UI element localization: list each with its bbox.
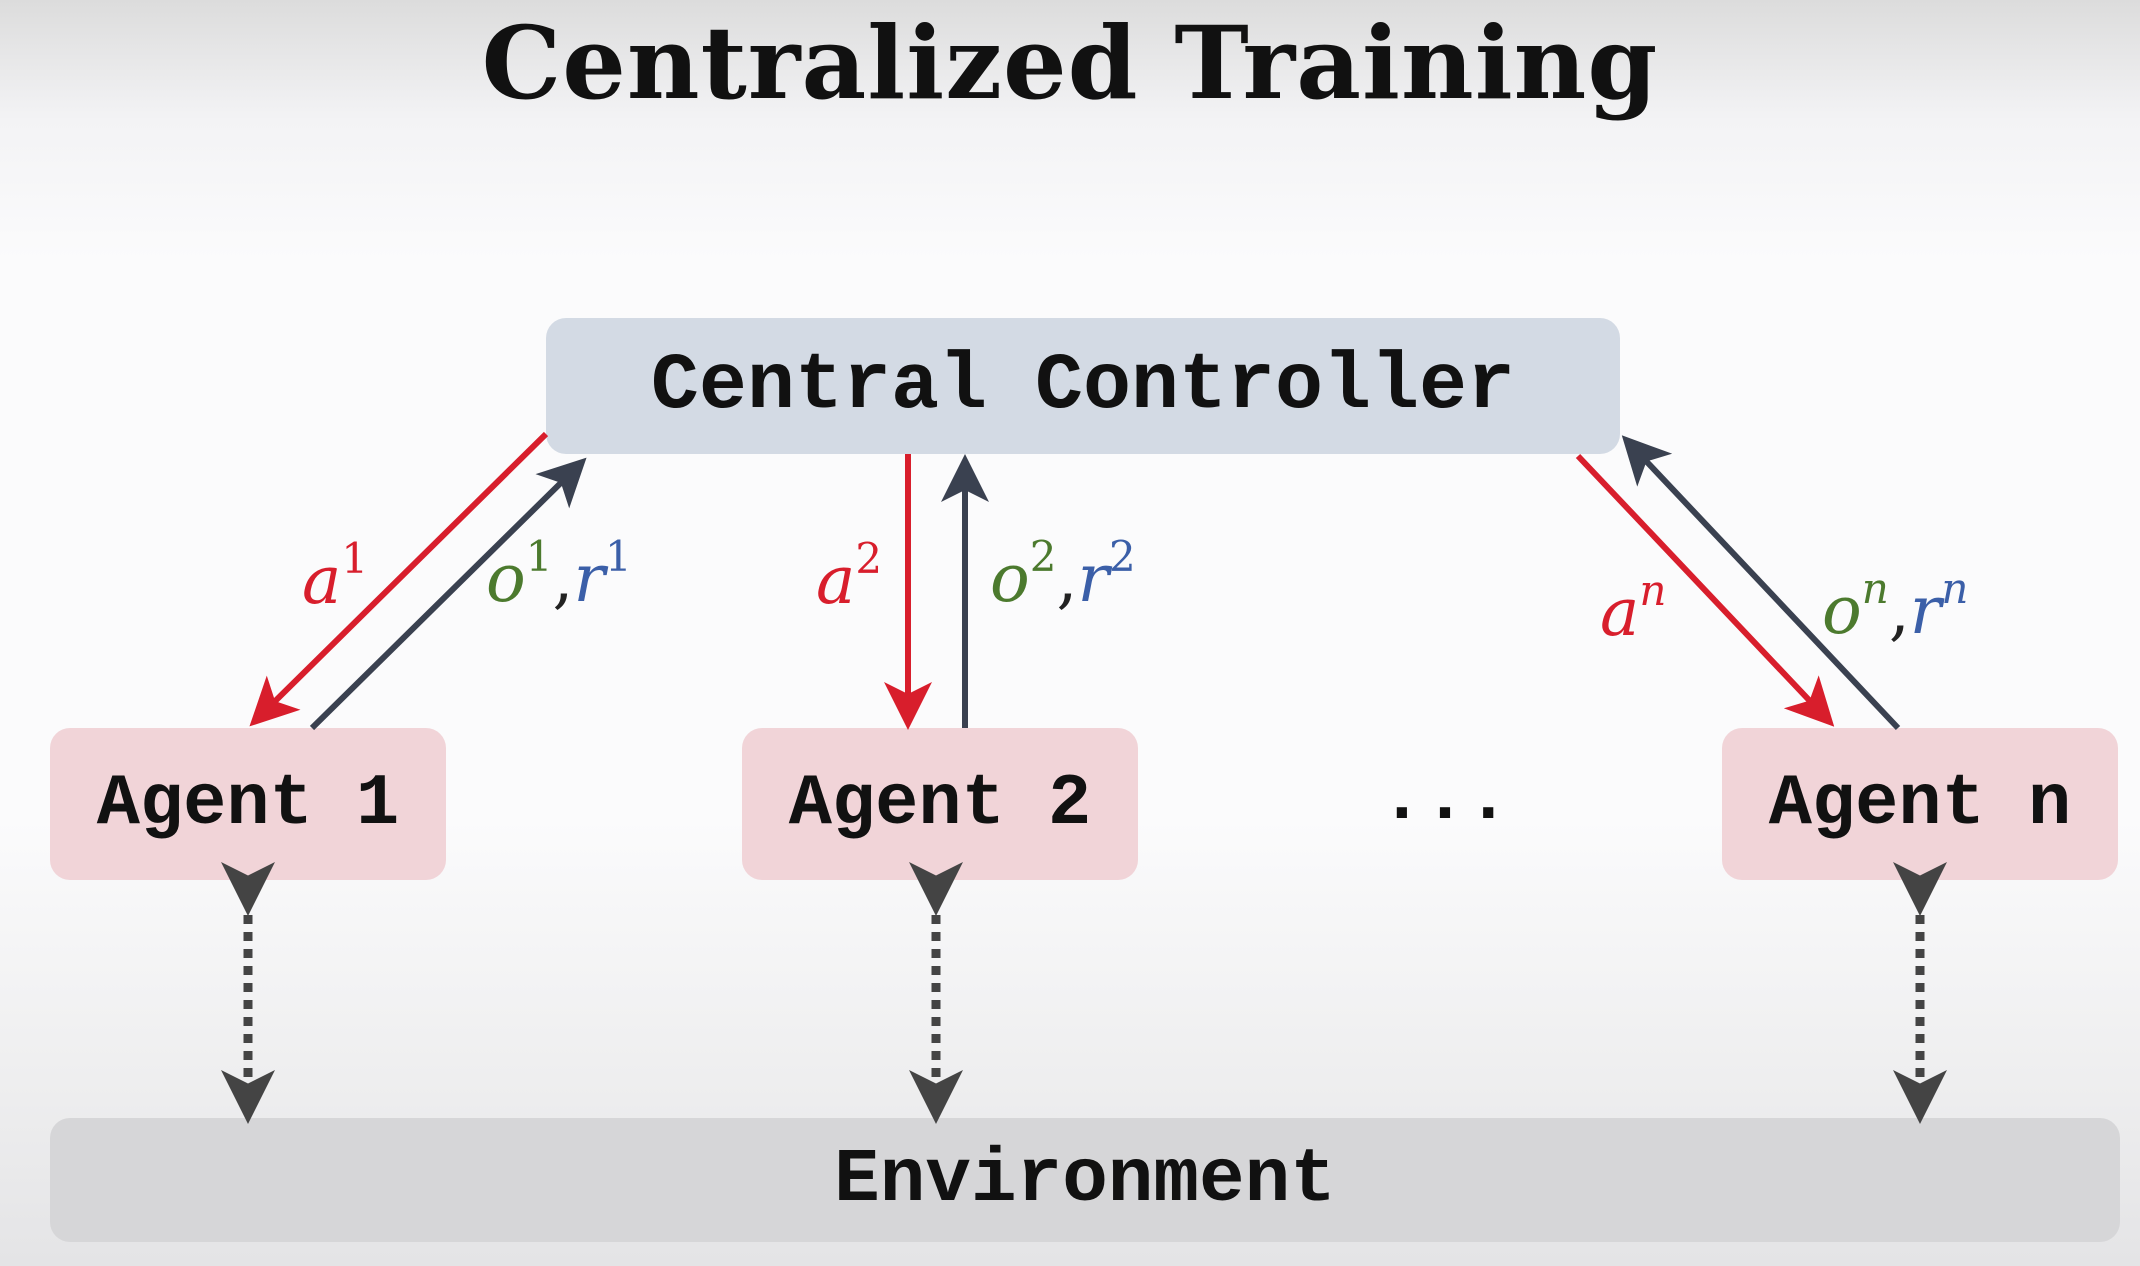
comma: , xyxy=(552,540,574,617)
agent-n-box: Agent n xyxy=(1722,728,2118,880)
central-controller-box: Central Controller xyxy=(546,318,1620,454)
action-symbol: a xyxy=(1600,574,1640,651)
action-arrow-agent-1 xyxy=(249,431,549,727)
comma: , xyxy=(1888,572,1910,649)
agents-ellipsis: ... xyxy=(1380,758,1510,840)
obs-reward-label-agent-1: o1,r1 xyxy=(486,536,632,612)
reward-symbol: r xyxy=(1909,572,1942,649)
reward-superscript: 2 xyxy=(1109,532,1136,581)
reward-superscript: 1 xyxy=(605,532,632,581)
action-superscript: 1 xyxy=(341,534,369,583)
observation-symbol: o xyxy=(990,540,1030,617)
action-label-agent-2: a2 xyxy=(816,538,882,614)
feedback-arrow-agent-n xyxy=(1621,435,1901,731)
action-label-agent-n: an xyxy=(1600,570,1666,646)
action-arrow-agent-n xyxy=(1575,453,1835,727)
comma: , xyxy=(1056,540,1078,617)
reward-symbol: r xyxy=(573,540,606,617)
feedback-arrow-agent-1 xyxy=(309,457,587,731)
slide-title: Centralized Training xyxy=(481,4,1659,122)
reward-superscript: n xyxy=(1941,564,1969,613)
action-superscript: 2 xyxy=(855,534,883,583)
obs-reward-label-agent-2: o2,r2 xyxy=(990,536,1136,612)
agent-2-box: Agent 2 xyxy=(742,728,1138,880)
action-superscript: n xyxy=(1639,566,1667,615)
observation-symbol: o xyxy=(1822,572,1862,649)
action-label-agent-1: a1 xyxy=(302,538,368,614)
obs-reward-label-agent-n: on,rn xyxy=(1822,568,1968,644)
agent-1-box: Agent 1 xyxy=(50,728,446,880)
environment-box: Environment xyxy=(50,1118,2120,1242)
action-symbol: a xyxy=(816,542,856,619)
observation-symbol: o xyxy=(486,540,526,617)
action-symbol: a xyxy=(302,542,342,619)
observation-superscript: 1 xyxy=(525,532,553,581)
reward-symbol: r xyxy=(1077,540,1110,617)
observation-superscript: 2 xyxy=(1029,532,1057,581)
observation-superscript: n xyxy=(1861,564,1889,613)
